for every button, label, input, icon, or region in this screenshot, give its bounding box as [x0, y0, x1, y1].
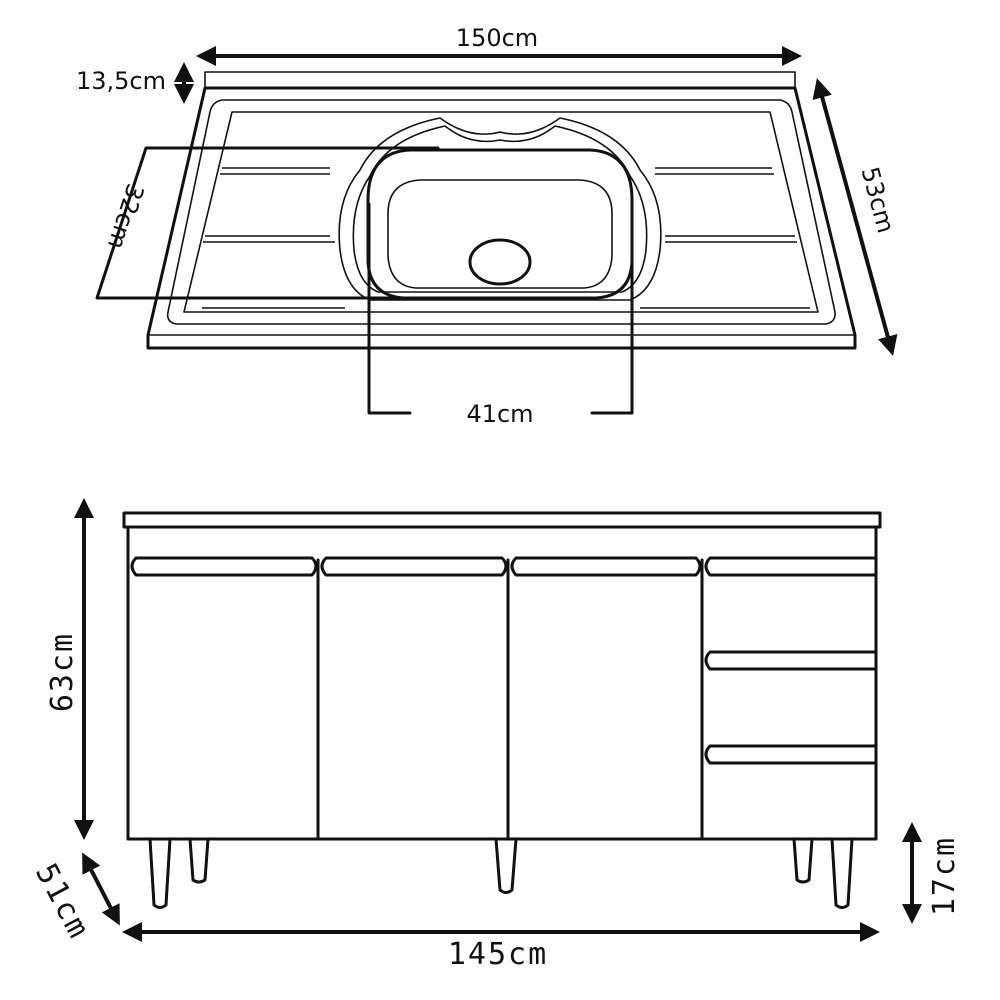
backsplash: [204, 71, 796, 89]
sink-drain: [468, 238, 532, 286]
width-label-front: 145cm: [448, 937, 548, 972]
sink-bowl-flange: [338, 117, 662, 301]
leg-back-right: [792, 837, 814, 884]
leg-label: 17cm: [927, 836, 962, 916]
sink-bowl: [366, 148, 634, 300]
door-1-handle: [130, 556, 318, 577]
backsplash-label: 13,5cm: [76, 67, 166, 95]
cabinet-top-slab: [122, 511, 882, 529]
countertop-top-view: 150cm 13,5cm 32cm 53cm 41cm: [76, 24, 900, 428]
depth-label: 53cm: [856, 164, 900, 236]
bowl-width-bracket-left: [367, 202, 412, 415]
cabinet-front-view: 63cm 51cm 145cm 17cm: [28, 498, 962, 972]
depth-dimension-line-front: [82, 852, 120, 926]
height-label: 63cm: [45, 632, 80, 712]
bowl-depth-bracket: [95, 146, 440, 300]
bowl-width-bracket-right: [590, 206, 634, 415]
drawer-3-handle: [704, 744, 878, 765]
leg-front-left: [148, 837, 172, 909]
leg-center: [494, 837, 518, 894]
leg-back-left: [188, 837, 210, 884]
bowl-width-label: 41cm: [466, 400, 533, 428]
leg-front-right: [830, 837, 854, 909]
drawer-2-handle: [704, 650, 878, 671]
door-2-handle: [320, 556, 508, 577]
width-label: 150cm: [456, 24, 538, 52]
depth-dimension-line: [812, 78, 898, 356]
depth-label-front: 51cm: [28, 858, 97, 945]
drawer-1-handle: [704, 556, 878, 577]
bowl-depth-label: 32cm: [102, 180, 149, 252]
countertop-outline: [146, 86, 857, 350]
door-3-handle: [510, 556, 702, 577]
countertop-inner-rim: [166, 99, 836, 325]
